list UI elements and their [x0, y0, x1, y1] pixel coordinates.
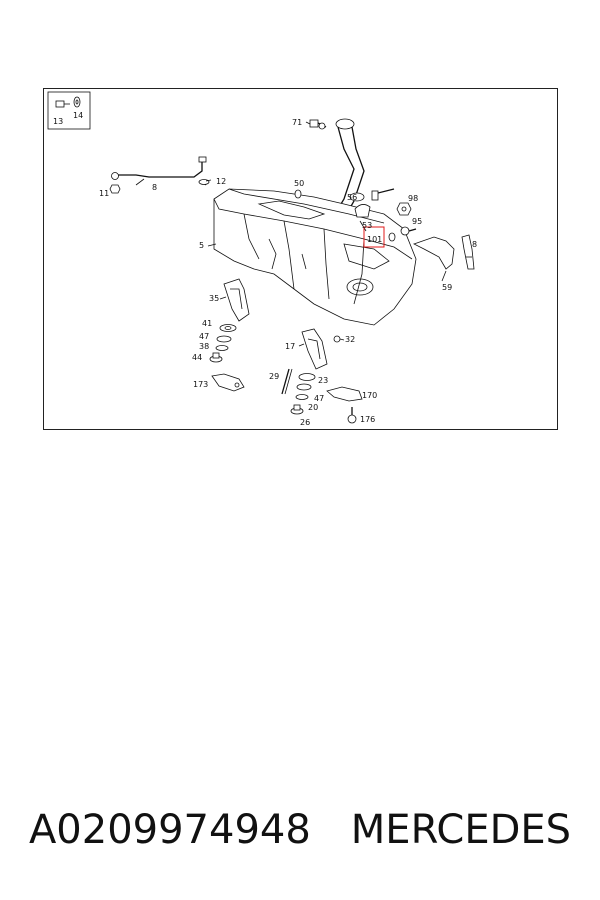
nut-11-drawing	[109, 184, 121, 194]
callout-41: 41	[202, 319, 212, 328]
callout-32: 32	[345, 335, 355, 344]
washer-41-drawing	[219, 324, 237, 332]
callout-44: 44	[192, 353, 202, 362]
bracket-173-drawing	[211, 373, 245, 392]
washer-38-drawing	[215, 345, 229, 351]
washer-47b-drawing	[296, 383, 312, 391]
clip-part-drawing	[388, 232, 396, 242]
part-101-highlight	[363, 226, 385, 248]
screw-176-drawing	[347, 407, 357, 424]
callout-12: 12	[216, 177, 226, 186]
callout-17: 17	[285, 342, 295, 351]
bolt-29-drawing	[281, 368, 293, 395]
callout-38: 38	[199, 342, 209, 351]
strap-35-drawing	[223, 278, 250, 322]
washer-50-drawing	[294, 189, 302, 199]
strap-17-drawing	[301, 328, 328, 370]
nut-26-drawing	[290, 404, 304, 415]
callout-13: 13	[53, 117, 63, 126]
heat-shield-59-drawing	[412, 236, 455, 270]
leader-lines	[135, 121, 447, 347]
callout-53: 53	[362, 221, 372, 230]
callout-101: 101	[367, 235, 382, 244]
washer-47-drawing	[216, 335, 232, 343]
callout-170: 170	[362, 391, 377, 400]
callout-98: 98	[408, 194, 418, 203]
part-number: A0209974948	[28, 807, 311, 853]
callout-35: 35	[209, 294, 219, 303]
callout-71: 71	[292, 118, 302, 127]
callout-5: 5	[199, 241, 204, 250]
nut-44-drawing	[209, 352, 223, 363]
bolt-13-drawing	[55, 100, 70, 108]
callout-23: 23	[318, 376, 328, 385]
grommet-53-drawing	[354, 204, 371, 218]
callout-59: 59	[442, 283, 452, 292]
callout-176: 176	[360, 415, 375, 424]
callout-8-line: 8	[152, 183, 157, 192]
callout-29: 29	[269, 372, 279, 381]
fuel-tank-exploded-diagram: 13 14 71 11 8 12 50 56 98 53 101 95 8 5 …	[47, 91, 477, 427]
callout-11: 11	[99, 189, 109, 198]
callout-50: 50	[294, 179, 304, 188]
callout-26: 26	[300, 418, 310, 427]
callout-95: 95	[412, 217, 422, 226]
callout-14: 14	[73, 111, 83, 120]
callout-56: 56	[347, 193, 357, 202]
callout-173: 173	[193, 380, 208, 389]
screw-95-drawing	[400, 226, 417, 236]
washer-20-drawing	[295, 394, 309, 400]
washer-32-drawing	[333, 335, 341, 343]
callout-8-bracket: 8	[472, 240, 477, 249]
caption: A0209974948 MERCEDES	[0, 800, 600, 860]
bracket-170-drawing	[326, 386, 363, 402]
inset-box	[47, 91, 91, 130]
clip-12-drawing	[198, 179, 210, 185]
bolt-71-drawing	[309, 119, 327, 130]
brand-name: MERCEDES	[350, 807, 572, 853]
callout-47-left: 47	[199, 332, 209, 341]
callout-20: 20	[308, 403, 318, 412]
bracket-8-drawing	[461, 234, 475, 270]
parts-diagram-frame: 13 14 71 11 8 12 50 56 98 53 101 95 8 5 …	[43, 88, 558, 430]
fuel-line-8-drawing	[111, 156, 207, 186]
pipe-56-drawing	[371, 188, 395, 201]
nut-98-drawing	[396, 202, 412, 216]
callout-47-center: 47	[314, 394, 324, 403]
washer-23-drawing	[298, 373, 316, 381]
fuel-tank-body-drawing	[213, 188, 417, 326]
washer-14-drawing	[73, 96, 81, 108]
